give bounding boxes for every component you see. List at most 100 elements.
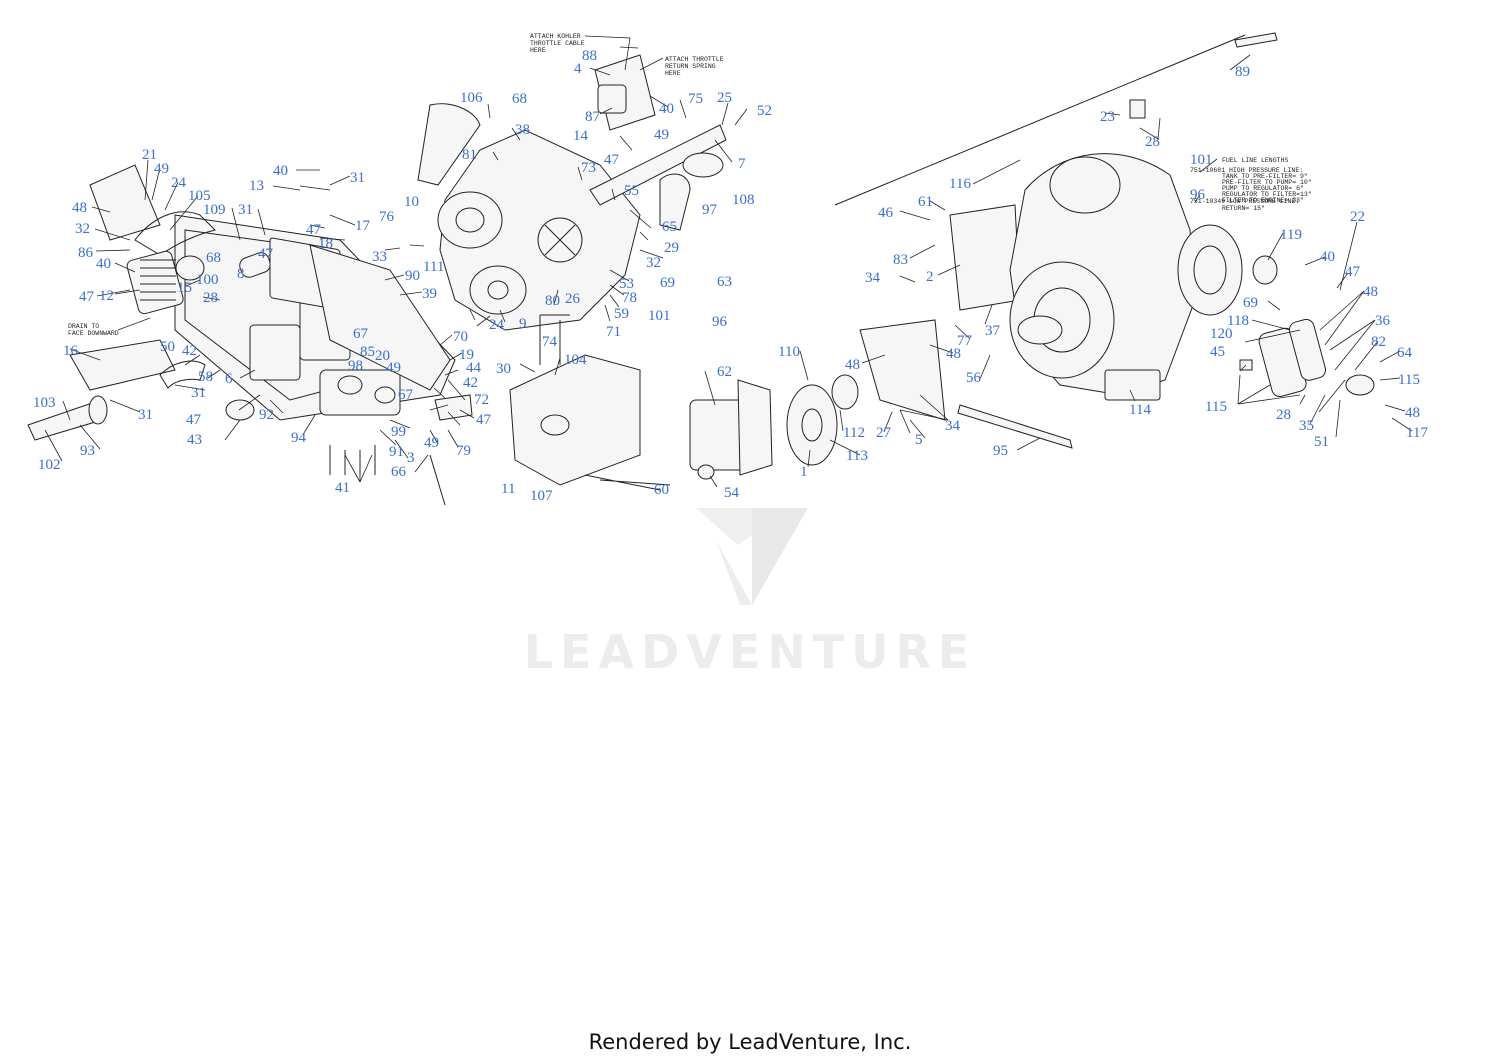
callout-20: 20 — [375, 348, 390, 364]
callout-40: 40 — [273, 163, 288, 179]
callout-114: 114 — [1129, 402, 1151, 418]
callout-94: 94 — [291, 430, 307, 446]
callout-10: 10 — [404, 194, 419, 210]
callout-110: 110 — [778, 344, 800, 360]
callout-108: 108 — [732, 192, 755, 208]
callout-5: 5 — [915, 432, 923, 448]
callout-73: 73 — [581, 160, 596, 176]
callout-48e: 48 — [1405, 405, 1420, 421]
callout-109: 109 — [203, 202, 226, 218]
callout-4: 4 — [574, 61, 582, 77]
callout-119: 119 — [1280, 227, 1302, 243]
callout-27: 27 — [876, 425, 892, 441]
callout-97: 97 — [702, 202, 718, 218]
watermark-logo — [696, 508, 808, 605]
svg-text:THROTTLE CABLE: THROTTLE CABLE — [530, 40, 585, 47]
callout-26: 26 — [565, 291, 581, 307]
callout-1: 1 — [800, 464, 808, 480]
callout-49b: 49 — [654, 127, 669, 143]
callout-78: 78 — [622, 290, 637, 306]
callout-68: 68 — [512, 91, 527, 107]
callout-2: 2 — [926, 269, 934, 285]
callout-42b: 42 — [463, 375, 478, 391]
callout-12: 12 — [99, 288, 114, 304]
callout-104: 104 — [564, 352, 587, 368]
callout-32b: 32 — [646, 255, 661, 271]
callout-88: 88 — [582, 48, 597, 64]
note-kohler-cable: ATTACH KOHLER THROTTLE CABLE HERE — [530, 33, 631, 71]
note-return-spring: ATTACH THROTTLE RETURN SPRING HERE — [639, 56, 724, 77]
callout-40b: 40 — [659, 101, 674, 117]
svg-text:751-10681 HIGH PRESSURE LINE:: 751-10681 HIGH PRESSURE LINE: — [1190, 167, 1303, 174]
callout-85: 85 — [360, 344, 375, 360]
callout-72: 72 — [474, 392, 489, 408]
callout-51: 51 — [1314, 434, 1329, 450]
callout-11: 11 — [501, 481, 515, 497]
callout-82: 82 — [1371, 334, 1386, 350]
callout-41: 41 — [335, 480, 350, 496]
callout-9: 9 — [519, 316, 527, 332]
callout-18: 18 — [318, 236, 333, 252]
callout-116: 116 — [949, 176, 971, 192]
callout-91: 91 — [389, 444, 404, 460]
callout-21: 21 — [142, 147, 157, 163]
callout-79: 79 — [456, 443, 471, 459]
callout-87: 87 — [585, 109, 601, 125]
callout-98: 98 — [348, 358, 363, 374]
callout-55: 55 — [624, 183, 639, 199]
callout-120: 120 — [1210, 326, 1233, 342]
callout-52: 52 — [757, 103, 772, 119]
callout-47e: 47 — [186, 412, 202, 428]
callout-74: 74 — [542, 334, 558, 350]
callout-29: 29 — [664, 240, 679, 256]
callout-92: 92 — [259, 407, 274, 423]
svg-text:751-10349 LOW PRESSURE LINE:: 751-10349 LOW PRESSURE LINE: — [1190, 198, 1299, 205]
svg-text:PRE-FILTER TO PUMP= 10": PRE-FILTER TO PUMP= 10" — [1222, 179, 1312, 186]
callout-49c: 49 — [386, 360, 401, 376]
svg-text:FILTER TO ENGINE= 33": FILTER TO ENGINE= 33" — [1222, 197, 1304, 204]
callout-48b: 48 — [845, 357, 860, 373]
svg-text:FACE DOWNWARD: FACE DOWNWARD — [68, 330, 119, 337]
callout-80: 80 — [545, 293, 560, 309]
callout-66: 66 — [391, 464, 407, 480]
callout-39: 39 — [422, 286, 437, 302]
callout-31b: 31 — [238, 202, 253, 218]
callout-24b: 24 — [489, 317, 505, 333]
callout-61: 61 — [918, 194, 933, 210]
callout-8: 8 — [237, 266, 245, 282]
callout-69: 69 — [660, 275, 675, 291]
callout-31: 31 — [350, 170, 365, 186]
callout-50: 50 — [160, 339, 175, 355]
callout-35: 35 — [1299, 418, 1314, 434]
callout-93: 93 — [80, 443, 95, 459]
callout-28: 28 — [1145, 134, 1160, 150]
svg-text:HERE: HERE — [530, 47, 546, 54]
svg-text:ATTACH KOHLER: ATTACH KOHLER — [530, 33, 581, 40]
left-frame-assembly — [27, 54, 656, 506]
callout-15: 15 — [177, 280, 192, 296]
callout-32: 32 — [75, 221, 90, 237]
callout-60: 60 — [654, 482, 669, 498]
footer-credit: Rendered by LeadVenture, Inc. — [588, 1030, 912, 1054]
callout-19: 19 — [459, 347, 474, 363]
callout-106: 106 — [460, 90, 483, 106]
callout-46: 46 — [878, 205, 894, 221]
callout-44: 44 — [466, 360, 482, 376]
callout-22: 22 — [1350, 209, 1365, 225]
svg-text:HERE: HERE — [665, 70, 681, 77]
callout-47g: 47 — [1345, 264, 1361, 280]
callout-102: 102 — [38, 457, 61, 473]
svg-text:TANK TO PRE-FILTER= 9": TANK TO PRE-FILTER= 9" — [1222, 173, 1308, 180]
callout-67b: 67 — [398, 387, 414, 403]
note-fuel-line-lengths: FUEL LINE LENGTHS 751-10681 HIGH PRESSUR… — [1190, 157, 1312, 212]
svg-text:ATTACH THROTTLE: ATTACH THROTTLE — [665, 56, 724, 63]
callout-90: 90 — [405, 268, 420, 284]
callout-47d: 47 — [604, 152, 620, 168]
leader-lines — [44, 46, 1413, 488]
callout-43: 43 — [187, 432, 202, 448]
callout-42: 42 — [182, 343, 197, 359]
callout-34: 34 — [865, 270, 881, 286]
callout-86: 86 — [78, 245, 94, 261]
callout-48d: 48 — [1363, 284, 1378, 300]
callout-33: 33 — [372, 249, 387, 265]
